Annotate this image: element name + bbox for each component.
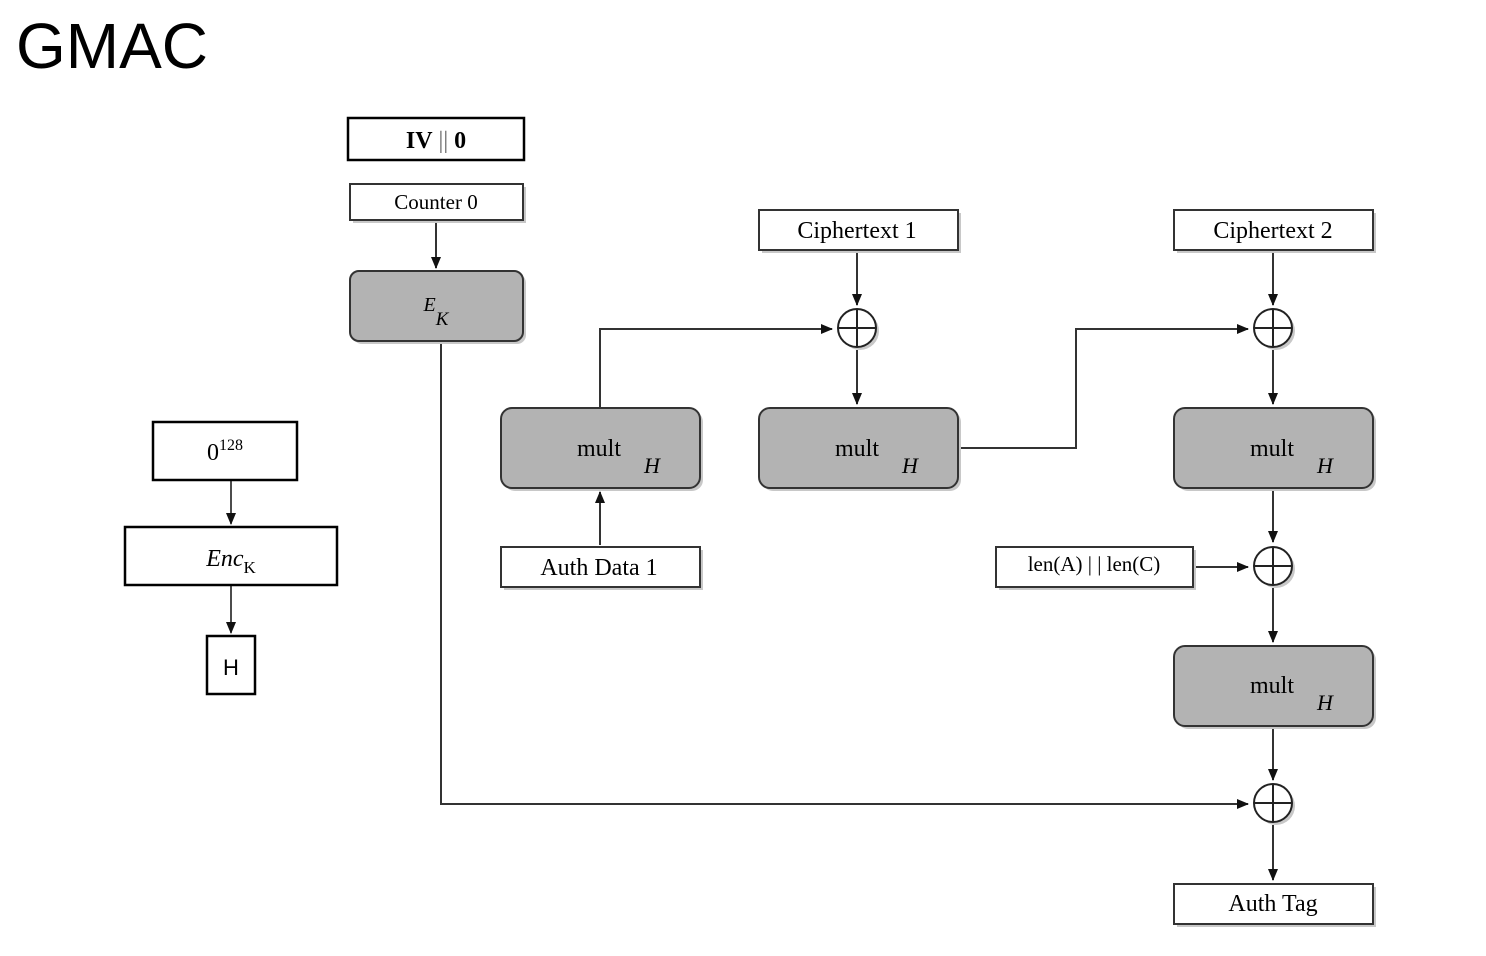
mult-h-block-1: mult H [500, 407, 703, 491]
mult-h-block-4: mult H [1173, 645, 1376, 729]
key-derivation: 0128 EncK H [123, 420, 339, 696]
page-title: GMAC [16, 10, 208, 82]
connections [431, 220, 1278, 881]
h-label: H [223, 655, 239, 680]
ek-label: EK [423, 294, 450, 330]
len-label: len(A) | | len(C) [1028, 552, 1161, 576]
xor-node-1 [837, 308, 879, 350]
arrow-ek-to-final-xor [440, 342, 1249, 809]
arrow-mult1-to-xor1 [599, 324, 833, 408]
mult-h-block-2: mult H [758, 407, 961, 491]
ek-block: EK [349, 270, 526, 344]
mult-label: mult [835, 436, 879, 462]
h-block [205, 634, 257, 696]
auth-data1-block: Auth Data 1 [500, 546, 703, 590]
xor-node-3 [1253, 546, 1295, 588]
enc-k-label: EncK [205, 546, 256, 577]
mult-subscript: H [901, 453, 919, 478]
mult-subscript: H [643, 453, 661, 478]
counter0-block: Counter 0 [349, 183, 526, 223]
iv-block: IV || 0 [346, 116, 526, 162]
xor-node-2 [1253, 308, 1295, 350]
arrow-mult2-to-xor2 [958, 324, 1249, 449]
counter0-label: Counter 0 [394, 190, 477, 214]
ciphertext2-label: Ciphertext 2 [1213, 218, 1332, 244]
ciphertext1-label: Ciphertext 1 [797, 218, 916, 244]
xor-node-4 [1253, 783, 1295, 825]
zero-block [151, 420, 299, 482]
mult-label: mult [1250, 436, 1294, 462]
mult-subscript: H [1316, 690, 1334, 715]
ciphertext2-block: Ciphertext 2 [1173, 209, 1376, 253]
auth-tag-block: Auth Tag [1173, 883, 1376, 927]
iv-label: IV || 0 [406, 128, 466, 154]
mult-label: mult [1250, 673, 1294, 699]
auth-tag-label: Auth Tag [1228, 891, 1317, 917]
mult-label: mult [577, 436, 621, 462]
len-block: len(A) | | len(C) [995, 546, 1196, 590]
ciphertext1-block: Ciphertext 1 [758, 209, 961, 253]
zero-block-label: 0128 [207, 437, 243, 466]
enc-k-block [123, 525, 339, 587]
auth-data1-label: Auth Data 1 [540, 555, 657, 581]
mult-subscript: H [1316, 453, 1334, 478]
mult-h-block-3: mult H [1173, 407, 1376, 491]
